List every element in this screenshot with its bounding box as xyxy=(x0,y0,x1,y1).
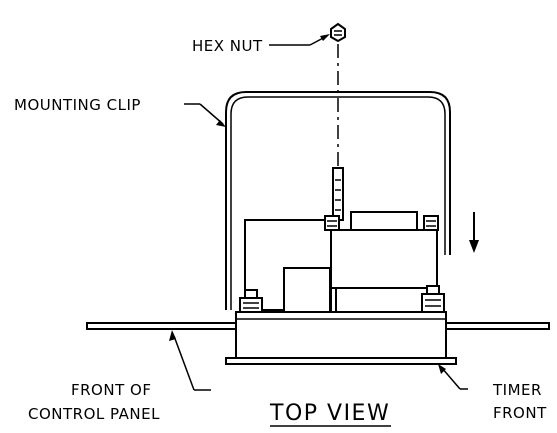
control-panel-label: CONTROL PANEL xyxy=(28,405,160,423)
hex-nut xyxy=(330,22,346,43)
center-stud xyxy=(332,167,344,221)
timer-label: TIMER xyxy=(492,381,542,399)
direction-arrow xyxy=(469,212,479,253)
front-of-label: FRONT OF xyxy=(71,381,151,399)
hex-nut-label: HEX NUT xyxy=(192,37,263,55)
control-panel xyxy=(86,322,550,330)
timer-front-leader xyxy=(438,364,468,390)
mounting-clip-label: MOUNTING CLIP xyxy=(14,96,141,114)
mounting-clip xyxy=(225,91,451,310)
hex-nut-leader xyxy=(269,34,330,46)
mounting-clip-leader xyxy=(184,103,226,127)
view-title: TOP VIEW xyxy=(269,401,390,426)
front-label: FRONT xyxy=(493,404,547,422)
control-panel-leader xyxy=(169,330,211,391)
timer-base xyxy=(235,311,447,359)
timer-body xyxy=(244,211,439,313)
timer-front-plate xyxy=(225,357,457,365)
